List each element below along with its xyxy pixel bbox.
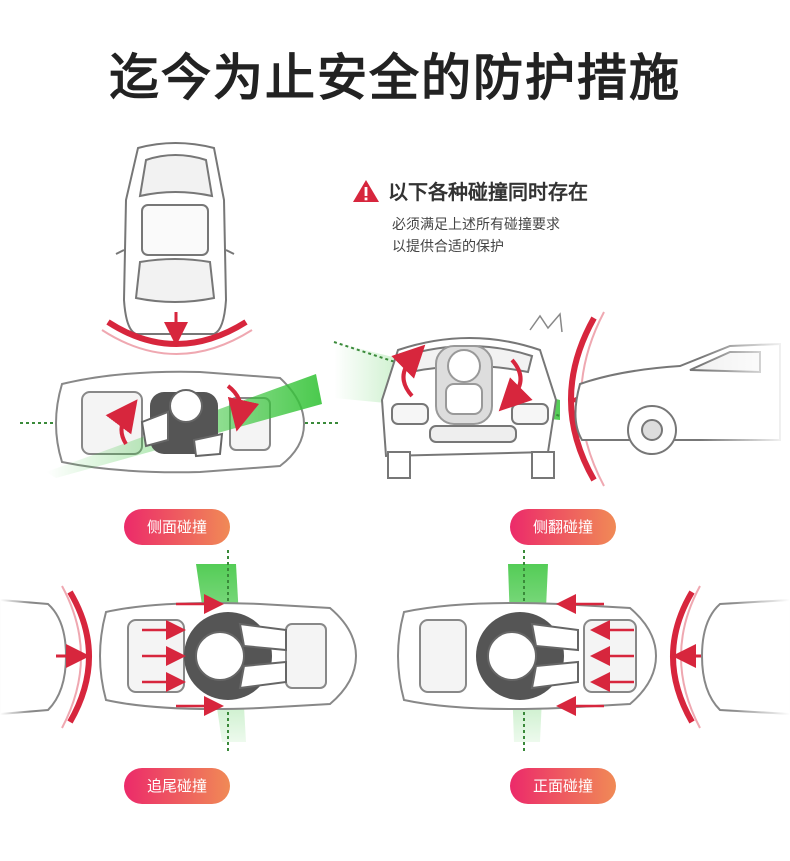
label-side-impact: 侧面碰撞 — [124, 509, 230, 545]
child-figure-side — [140, 389, 224, 458]
page-title: 迄今为止安全的防护措施 — [109, 49, 681, 107]
child-figure-front — [476, 612, 579, 700]
note-line-1: 必须满足上述所有碰撞要求 — [392, 217, 560, 233]
label-front-impact: 正面碰撞 — [510, 768, 616, 804]
note-heading-text: 以下各种碰撞同时存在 — [388, 180, 588, 204]
child-figure-rear — [184, 612, 287, 700]
force-arrows-front — [556, 594, 634, 716]
label-rear-impact: 追尾碰撞 — [124, 768, 230, 804]
label-rollover: 侧翻碰撞 — [510, 509, 616, 545]
child-seat-rollover — [435, 345, 493, 425]
note-line-2: 以提供合适的保护 — [392, 239, 504, 255]
note-heading: 以下各种碰撞同时存在 — [352, 176, 588, 205]
top-car — [115, 142, 235, 335]
warning-icon — [353, 179, 379, 202]
force-arrows-rear — [142, 594, 224, 716]
